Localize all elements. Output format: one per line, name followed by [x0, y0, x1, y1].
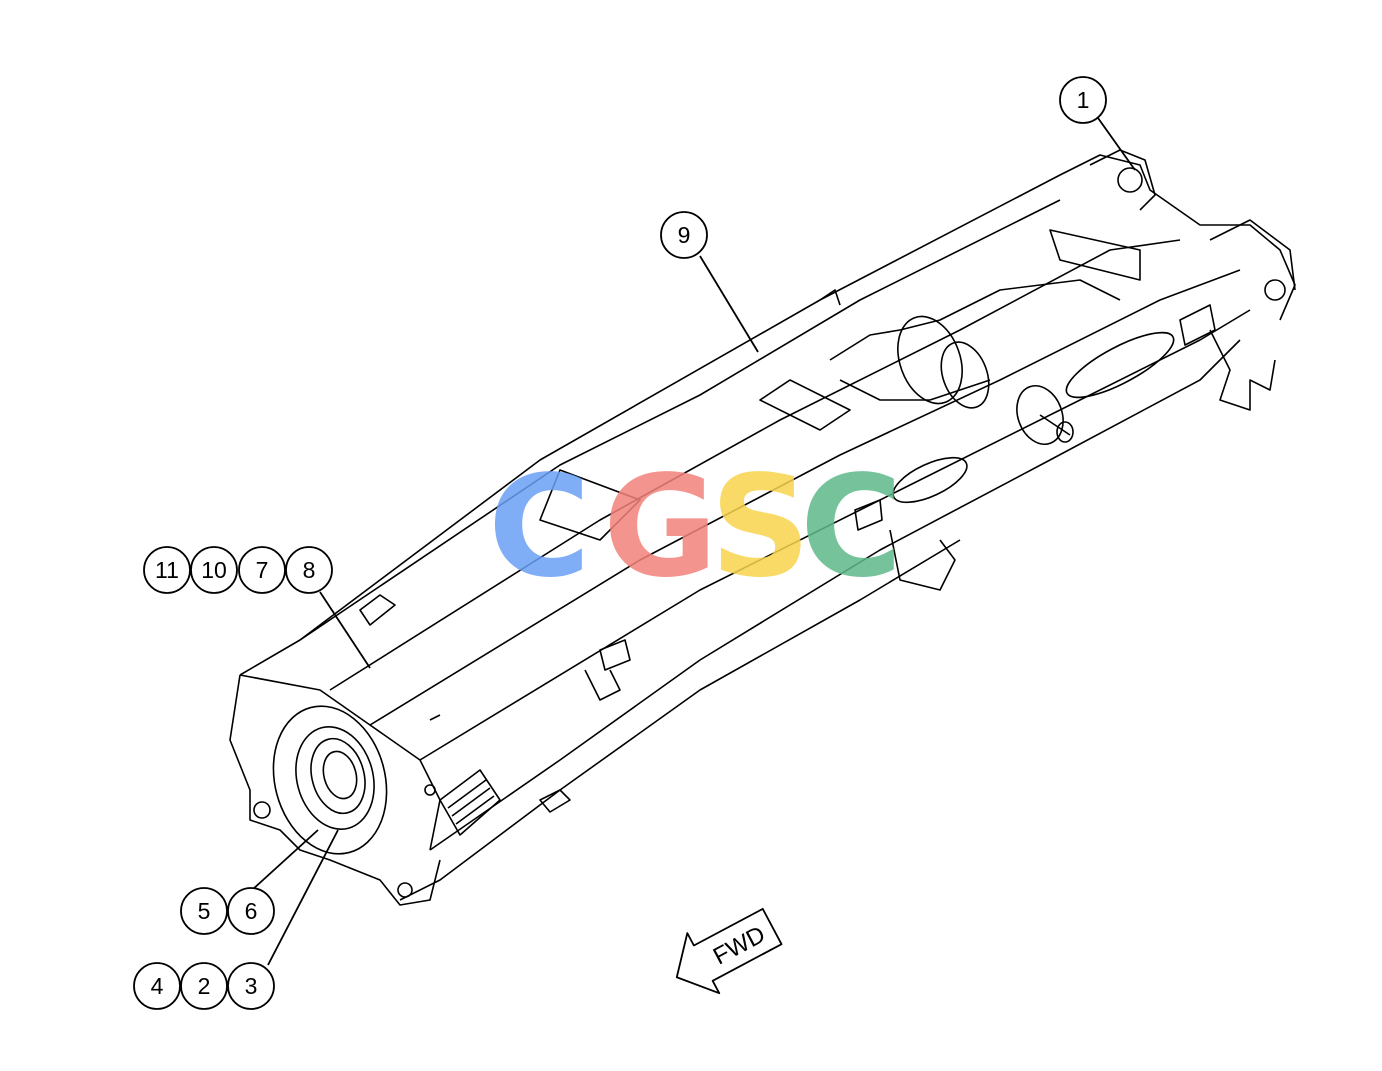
callout-1: 1 — [1059, 76, 1107, 124]
callout-9: 9 — [660, 211, 708, 259]
leader-lines — [251, 117, 1136, 966]
callout-7: 7 — [238, 546, 286, 594]
leader-6 — [251, 829, 319, 891]
callout-11: 11 — [143, 546, 191, 594]
leader-3 — [267, 829, 339, 966]
forward-arrow-icon — [675, 907, 783, 995]
callout-7-label: 7 — [256, 557, 269, 583]
callout-10-label: 10 — [201, 557, 227, 583]
watermark-letter-2: G — [603, 446, 718, 609]
callout-4: 4 — [133, 962, 181, 1010]
leader-9 — [699, 255, 759, 353]
callout-1-label: 1 — [1077, 87, 1090, 113]
watermark: C G S C — [488, 446, 903, 609]
forward-arrow: FWD — [675, 907, 783, 995]
watermark-letter-3: S — [710, 446, 811, 609]
callout-11-label: 11 — [155, 557, 179, 583]
callout-2-label: 2 — [198, 973, 211, 999]
leader-1 — [1097, 117, 1136, 171]
frame-drawing — [229, 149, 1296, 906]
watermark-letter-1: C — [488, 446, 591, 609]
callout-3: 3 — [227, 962, 275, 1010]
callouts: 1 9 11 10 7 8 5 6 — [133, 76, 1107, 1010]
callout-8-label: 8 — [303, 557, 316, 583]
callout-10: 10 — [190, 546, 238, 594]
leader-8 — [319, 591, 371, 669]
callout-8: 8 — [285, 546, 333, 594]
callout-6: 6 — [227, 887, 275, 935]
callout-5-label: 5 — [198, 898, 211, 924]
callout-9-label: 9 — [678, 222, 691, 248]
callout-6-label: 6 — [245, 898, 258, 924]
watermark-letter-4: C — [800, 446, 903, 609]
callout-5: 5 — [180, 887, 228, 935]
callout-3-label: 3 — [245, 973, 258, 999]
callout-4-label: 4 — [151, 973, 164, 999]
callout-2: 2 — [180, 962, 228, 1010]
